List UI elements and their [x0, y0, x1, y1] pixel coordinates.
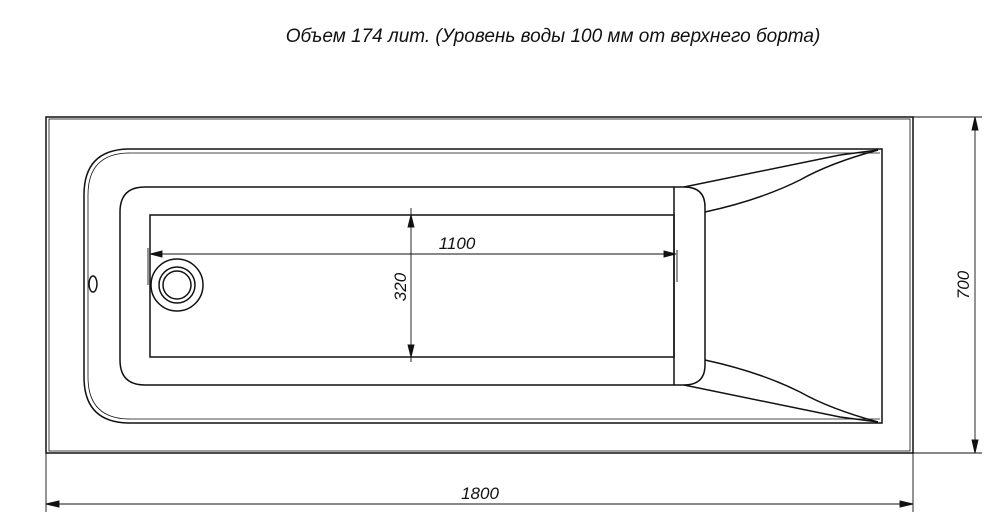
floor-length-label: 1100 [439, 234, 476, 253]
bowl-edge [83, 148, 883, 424]
floor [149, 214, 675, 358]
headrest-bottom-outer [683, 384, 879, 423]
overflow-icon [88, 275, 98, 293]
headrest-top-outer [683, 149, 879, 188]
drawing-title: Объем 174 лит. (Уровень воды 100 мм от в… [285, 26, 821, 47]
inner-well [119, 186, 706, 386]
headrest-top-inner [704, 149, 879, 213]
length-label: 1800 [461, 484, 499, 503]
bowl-edge-inner [87, 152, 880, 420]
width-label: 700 [954, 270, 973, 299]
drain-icon [150, 258, 204, 312]
outer-rim [45, 116, 914, 454]
floor-width-label: 320 [391, 272, 410, 301]
headrest-bottom-inner [704, 359, 879, 423]
outer-rim-inner-edge [48, 118, 911, 452]
